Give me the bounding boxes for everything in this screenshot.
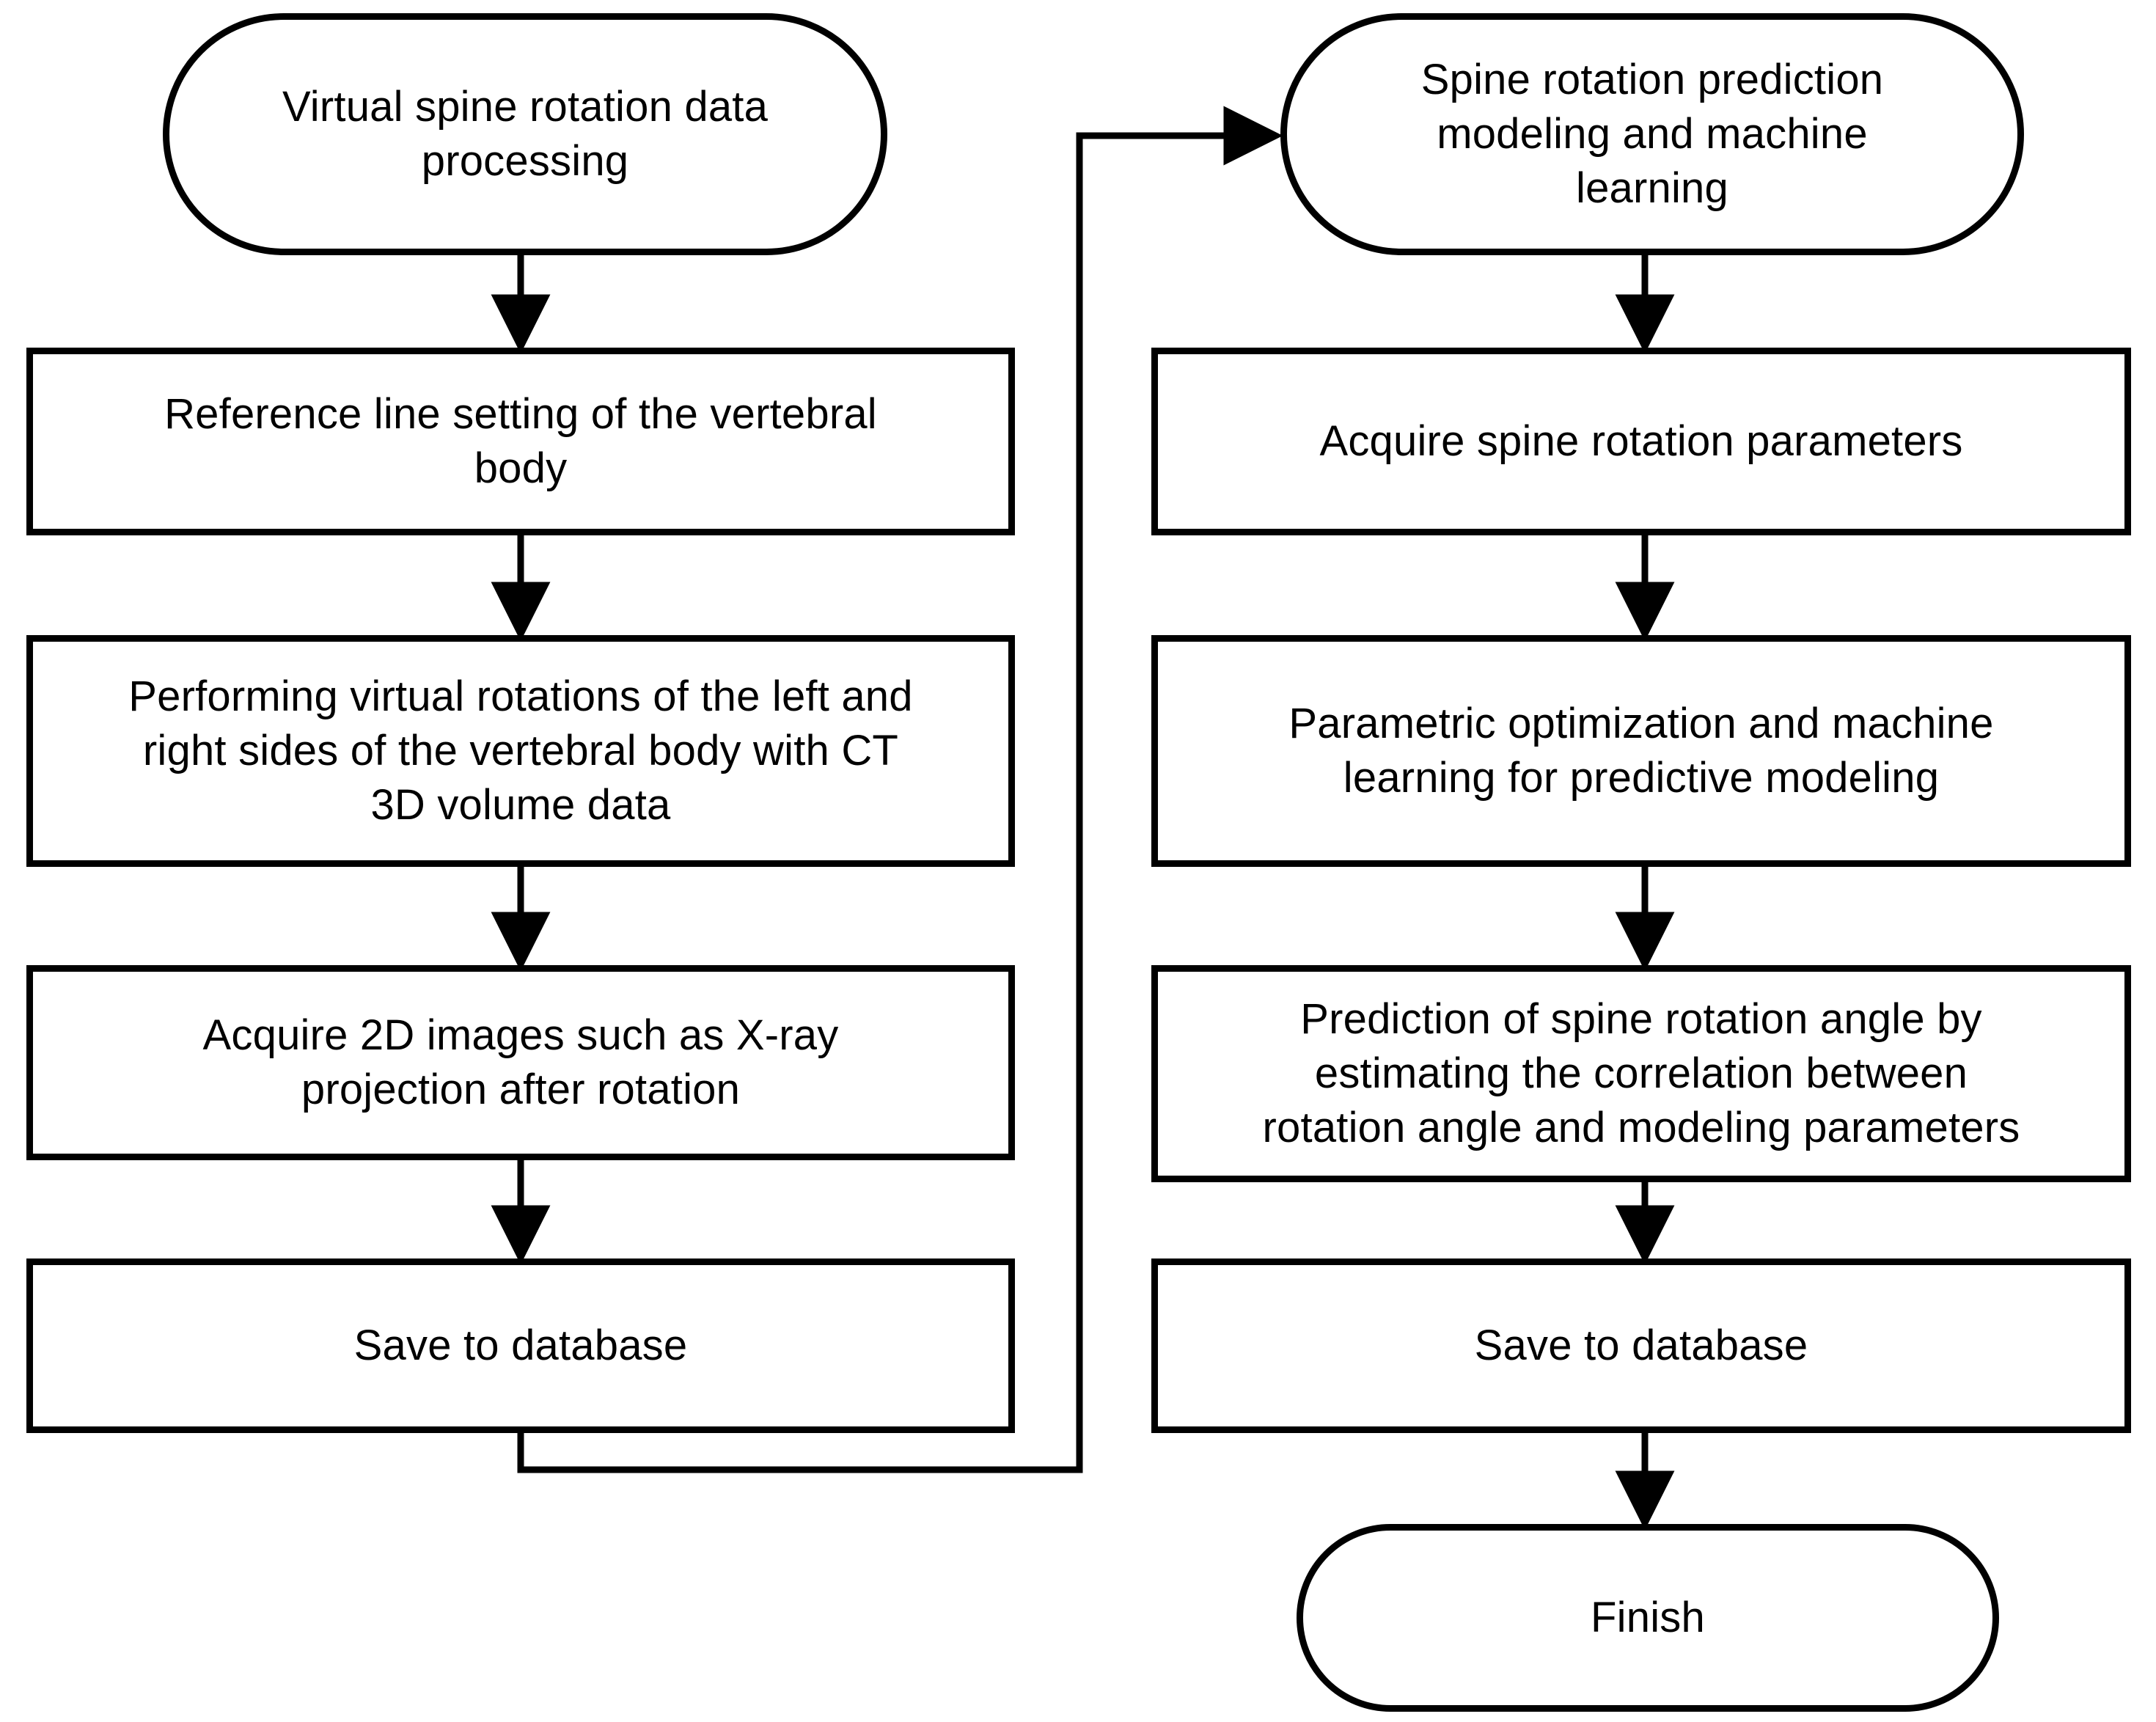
node-left-start[interactable]: Virtual spine rotation data processing <box>163 13 887 255</box>
node-right-start-label: Spine rotation prediction modeling and m… <box>1420 55 1884 213</box>
node-reference-line-setting-label: Reference line setting of the vertebral … <box>164 389 877 492</box>
node-acquire-spine-rotation-parameters[interactable]: Acquire spine rotation parameters <box>1151 348 2131 535</box>
node-left-save-to-database-label: Save to database <box>353 1321 688 1369</box>
node-reference-line-setting[interactable]: Reference line setting of the vertebral … <box>26 348 1015 535</box>
node-acquire-2d-images[interactable]: Acquire 2D images such as X-ray projecti… <box>26 965 1015 1160</box>
node-right-save-to-database-label: Save to database <box>1474 1321 1808 1369</box>
node-acquire-spine-rotation-parameters-label: Acquire spine rotation parameters <box>1319 417 1963 465</box>
node-prediction-of-spine-rotation-angle-label: Prediction of spine rotation angle by es… <box>1262 994 2020 1152</box>
node-left-save-to-database[interactable]: Save to database <box>26 1258 1015 1433</box>
node-finish[interactable]: Finish <box>1297 1524 1999 1712</box>
node-right-save-to-database[interactable]: Save to database <box>1151 1258 2131 1433</box>
node-performing-virtual-rotations[interactable]: Performing virtual rotations of the left… <box>26 635 1015 867</box>
node-parametric-optimization-label: Parametric optimization and machine lear… <box>1288 699 1994 802</box>
node-finish-label: Finish <box>1591 1593 1705 1641</box>
node-prediction-of-spine-rotation-angle[interactable]: Prediction of spine rotation angle by es… <box>1151 965 2131 1182</box>
node-left-start-label: Virtual spine rotation data processing <box>282 82 769 185</box>
node-parametric-optimization[interactable]: Parametric optimization and machine lear… <box>1151 635 2131 867</box>
node-right-start[interactable]: Spine rotation prediction modeling and m… <box>1280 13 2024 255</box>
node-performing-virtual-rotations-label: Performing virtual rotations of the left… <box>128 672 913 829</box>
node-acquire-2d-images-label: Acquire 2D images such as X-ray projecti… <box>202 1011 839 1113</box>
